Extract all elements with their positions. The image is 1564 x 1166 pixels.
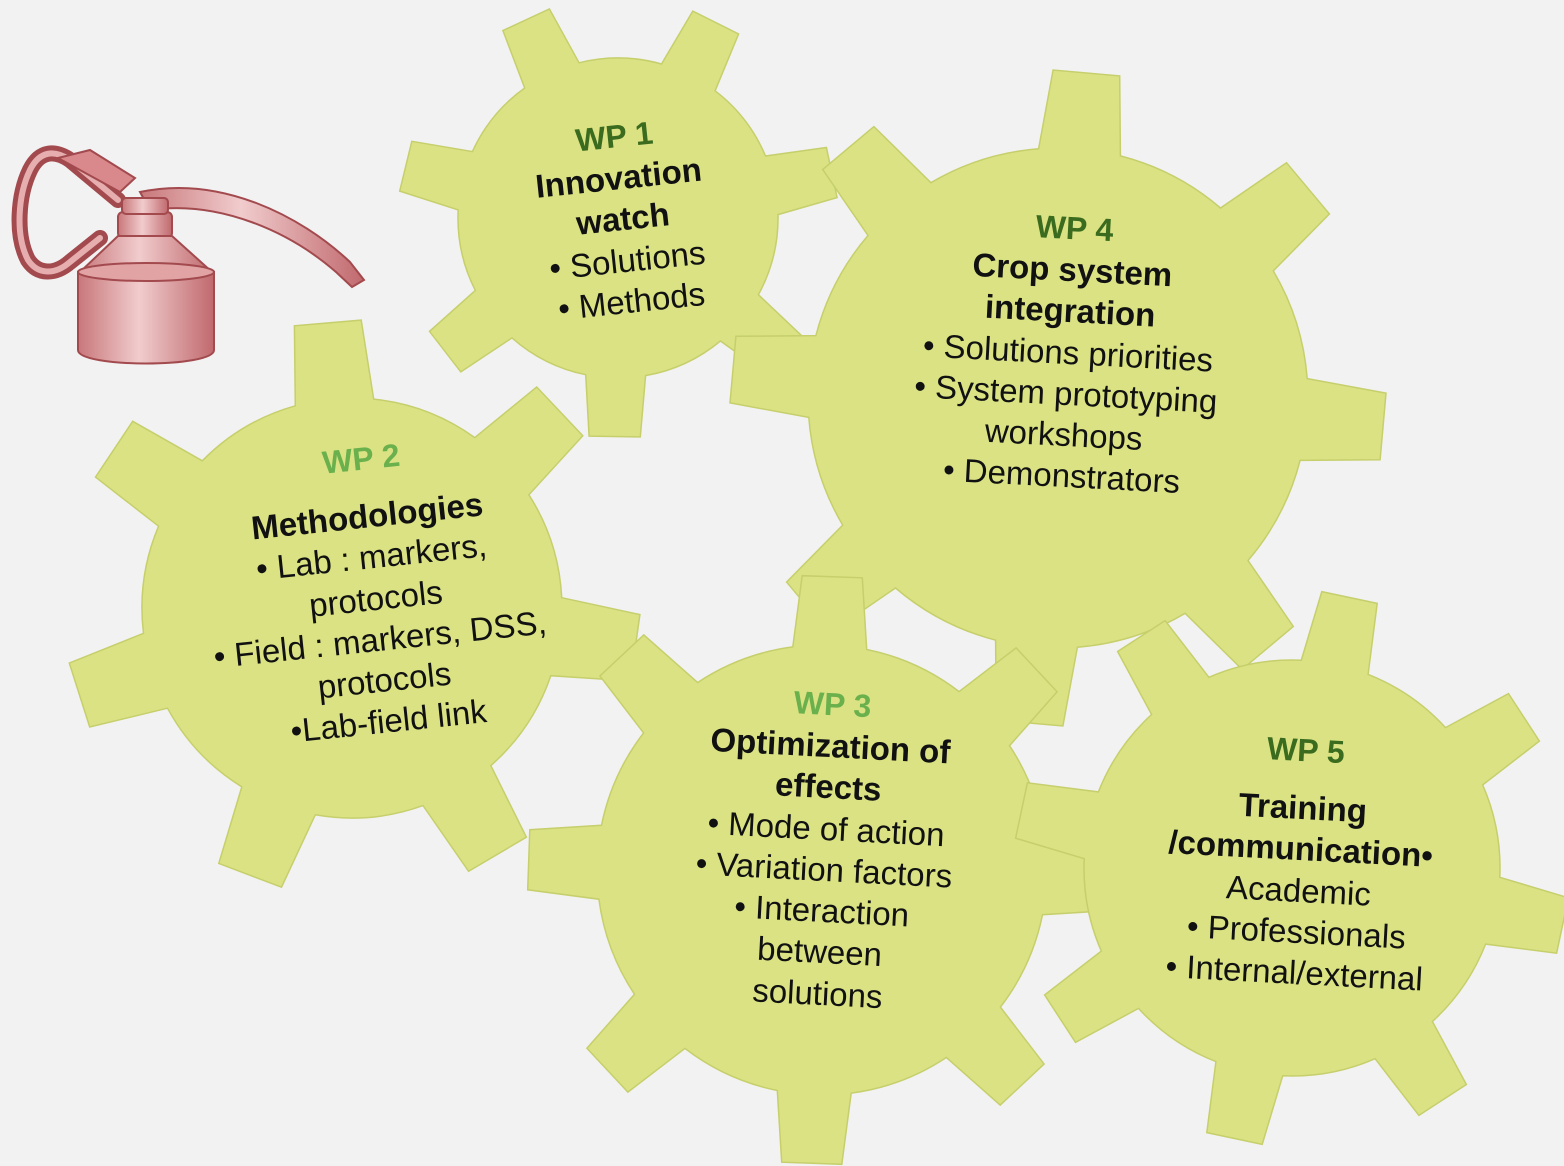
gear-wp1-text: WP 1 Innovation watch • Solutions • Meth… — [498, 107, 748, 334]
gear-wp2 — [68, 319, 641, 889]
oil-can-icon — [11, 145, 366, 365]
gear-wp3 — [526, 574, 1118, 1166]
gear-wp5-text: WP 5 Training /communication• Academic •… — [1133, 724, 1466, 1002]
gear-wp4 — [729, 69, 1387, 727]
gear-wp5 — [1014, 590, 1564, 1146]
gear-wp3-text: WP 3 Optimization of effects • Mode of a… — [652, 678, 999, 1023]
gear-wp4-text: WP 4 Crop system integration • Solutions… — [881, 201, 1256, 506]
gear-wp2-text: WP 2 Methodologies • Lab : markers, prot… — [180, 422, 570, 760]
